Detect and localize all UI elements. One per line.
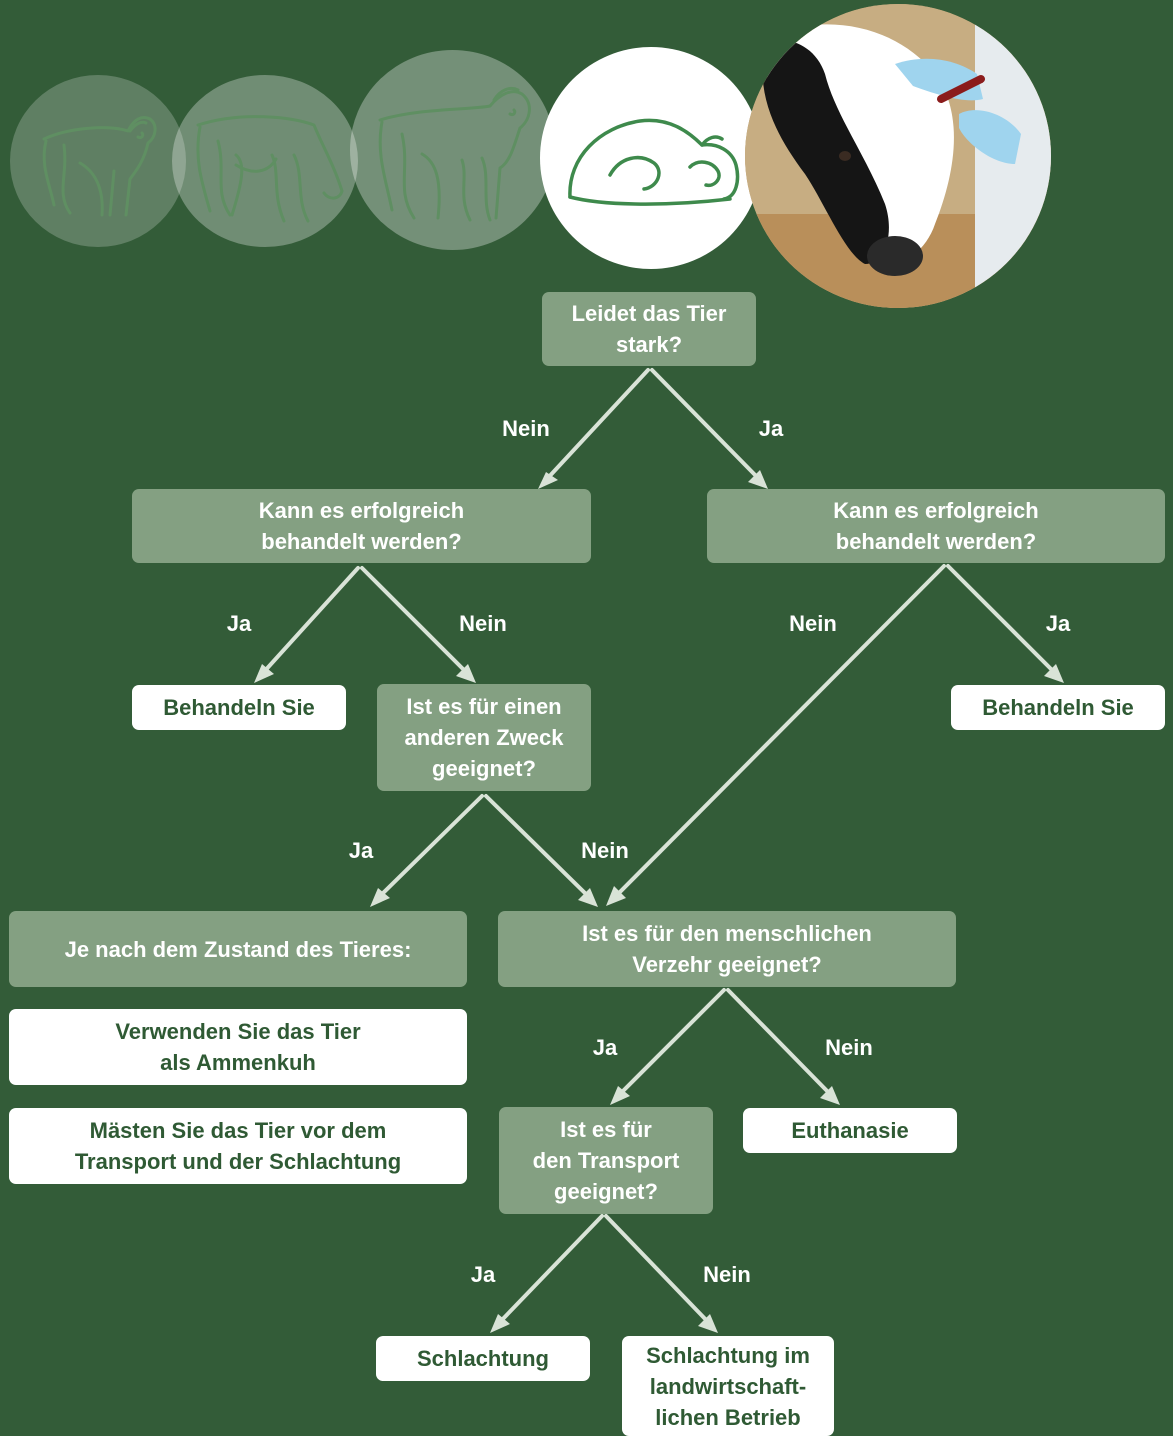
edge-label-q2r-yes: Ja <box>1045 611 1071 636</box>
arrow-q2r-no <box>612 564 946 900</box>
outcome-treat-right: Behandeln Sie <box>951 685 1165 730</box>
arrow-q5-yes <box>496 1214 604 1326</box>
arrow-q4-yes <box>616 988 726 1098</box>
edge-label-q4-no: Nein <box>825 1035 873 1060</box>
outcome-treat-left: Behandeln Sie <box>132 685 346 730</box>
arrow-q5-no <box>604 1214 712 1326</box>
arrow-q3-no <box>484 794 592 900</box>
edge-label-q1-no: Nein <box>502 416 550 441</box>
question-other-purpose: Ist es für einen anderen Zweck geeignet? <box>377 684 591 791</box>
grazing-cow-line-art-icon <box>172 75 358 247</box>
arrow-q2l-yes <box>260 566 360 676</box>
edge-label-q3-no: Nein <box>581 838 629 863</box>
arrowhead-q5-no <box>698 1314 718 1333</box>
arrow-q4-no <box>726 988 834 1098</box>
arrow-q3-yes <box>376 794 484 900</box>
cow-line-art-icon <box>10 75 186 247</box>
option-fatten-before-slaughter: Mästen Sie das Tier vor dem Transport un… <box>9 1108 467 1184</box>
edge-label-q5-no: Nein <box>703 1262 751 1287</box>
outcome-on-farm-slaughter: Schlachtung im landwirtschaft- lichen Be… <box>622 1336 834 1436</box>
question-treatable-right: Kann es erfolgreich behandelt werden? <box>707 489 1165 563</box>
arrow-q2r-yes <box>946 564 1058 676</box>
question-treatable-left: Kann es erfolgreich behandelt werden? <box>132 489 591 563</box>
outcome-euthanasia: Euthanasie <box>743 1108 957 1153</box>
arrowhead-q4-yes <box>610 1086 630 1105</box>
arrowhead-q2l-yes <box>254 664 274 683</box>
arrowhead-q2r-yes <box>1044 664 1064 683</box>
edge-label-q2r-no: Nein <box>789 611 837 636</box>
option-nurse-cow: Verwenden Sie das Tier als Ammenkuh <box>9 1009 467 1085</box>
condition-header: Je nach dem Zustand des Tieres: <box>9 911 467 987</box>
edge-label-q3-yes: Ja <box>348 838 374 863</box>
arrowhead-q3-no <box>578 888 598 907</box>
lying-cow-line-art-icon <box>540 47 762 269</box>
heifer-line-art-icon <box>350 50 555 250</box>
arrow-q2l-no <box>360 566 470 676</box>
arrowhead-q1-no <box>538 472 558 489</box>
question-transport-fit: Ist es für den Transport geeignet? <box>499 1107 713 1214</box>
edge-label-q5-yes: Ja <box>470 1262 496 1287</box>
edge-label-q4-yes: Ja <box>592 1035 618 1060</box>
edge-label-q2l-no: Nein <box>459 611 507 636</box>
arrowhead-q5-yes <box>490 1314 510 1333</box>
question-animal-suffering: Leidet das Tier stark? <box>542 292 756 366</box>
outcome-slaughter: Schlachtung <box>376 1336 590 1381</box>
arrow-q1-yes <box>650 368 762 482</box>
edge-label-q1-yes: Ja <box>758 416 784 441</box>
arrow-q1-no <box>544 368 650 482</box>
arrowhead-q2l-no <box>456 664 476 683</box>
arrowhead-q3-yes <box>370 888 390 907</box>
vet-injecting-cow-photo <box>745 4 1051 308</box>
question-human-consumption: Ist es für den menschlichen Verzehr geei… <box>498 911 956 987</box>
arrowhead-q1-yes <box>748 470 768 489</box>
edge-label-q2l-yes: Ja <box>226 611 252 636</box>
arrowhead-q2r-no <box>606 886 626 906</box>
arrowhead-q4-no <box>820 1086 840 1105</box>
